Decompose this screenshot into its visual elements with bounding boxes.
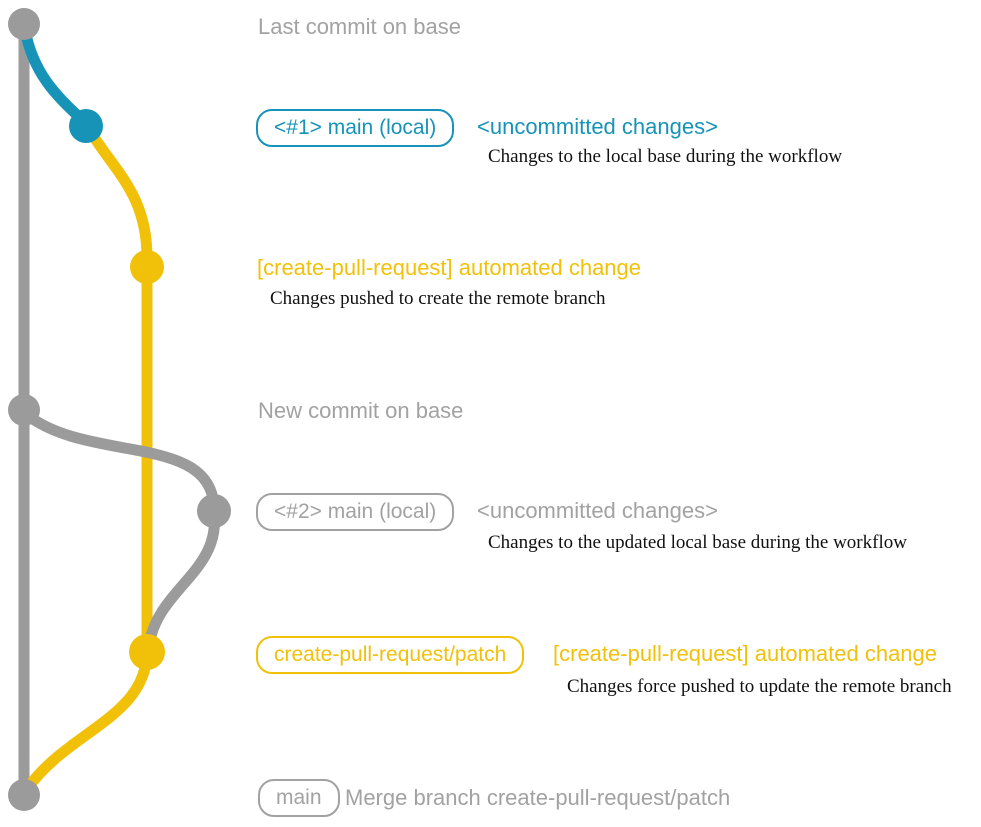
commit-description-automated-change-1: Changes pushed to create the remote bran… — [270, 288, 606, 309]
branch-tag-create-pull-request-patch: create-pull-request/patch — [256, 636, 525, 674]
commit-dot-merge — [8, 779, 40, 811]
commit-dot-uncommitted-1 — [69, 109, 103, 143]
commit-dot-automated-change-2 — [129, 634, 165, 670]
commit-description-uncommitted-1: Changes to the local base during the wor… — [488, 146, 843, 167]
main-local-branch-curve — [19, 24, 92, 129]
rebase-merge-curve — [143, 506, 220, 651]
commit-dot-last-base — [8, 8, 40, 40]
main-local-2-branch-curve — [20, 408, 220, 516]
commit-message-automated-change-2: [create-pull-request] automated change — [553, 641, 938, 666]
branch-tag-main-local-2: <#2> main (local) — [256, 493, 455, 531]
annotation-last-commit-on-base: Last commit on base — [258, 14, 461, 39]
commit-description-uncommitted-2: Changes to the updated local base during… — [488, 532, 907, 553]
commit-message-uncommitted-2: <uncommitted changes> — [477, 498, 718, 523]
commit-dot-new-base — [8, 394, 40, 426]
commit-message-merge: Merge branch create-pull-request/patch — [345, 785, 731, 810]
commit-description-automated-change-2: Changes force pushed to update the remot… — [567, 676, 952, 697]
commit-message-uncommitted-1: <uncommitted changes> — [477, 114, 718, 139]
branch-tag-main: main — [258, 779, 340, 817]
commit-dot-automated-change-1 — [130, 250, 164, 284]
commit-dot-uncommitted-2 — [197, 494, 231, 528]
commit-message-automated-change-1: [create-pull-request] automated change — [257, 255, 642, 280]
branch-tag-main-local-1: <#1> main (local) — [256, 109, 455, 147]
annotation-new-commit-on-base: New commit on base — [258, 398, 464, 423]
patch-merge-curve — [21, 647, 153, 795]
patch-branch-line — [83, 123, 153, 656]
